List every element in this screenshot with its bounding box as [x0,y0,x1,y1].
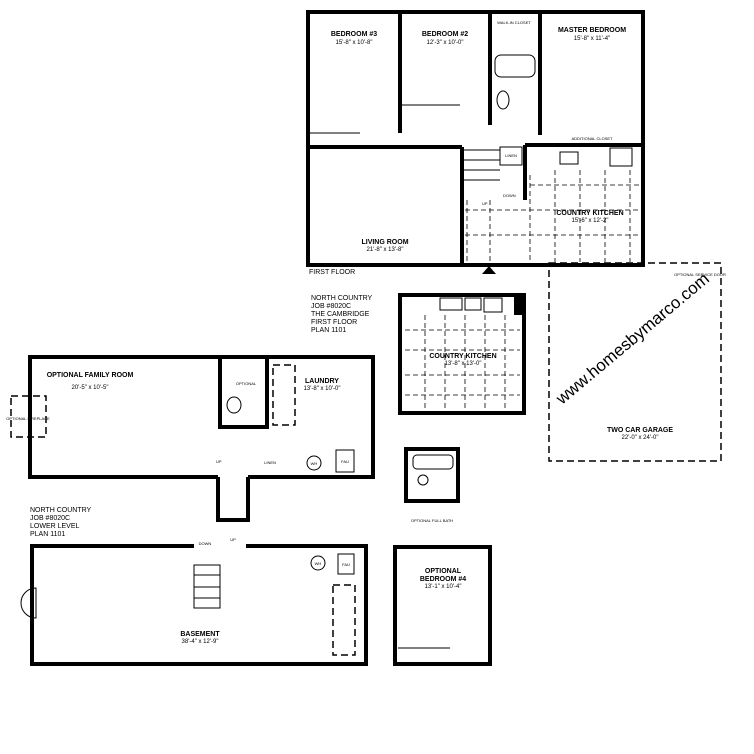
laundry-size: 13'-8" x 10'-0" [304,386,341,392]
plan-info-line: THE CAMBRIDGE [311,311,370,318]
alternate-kitchen-plan: COUNTRY KITCHEN 13'-8" x 13'-0" [398,293,526,415]
master-bedroom-label: MASTER BEDROOM [558,27,626,34]
garage-plan: OPTIONAL SERVICE DOOR TWO CAR GARAGE 22'… [548,262,726,462]
stair-down-label: DOWN [503,193,516,198]
plan-info-line: JOB #8020C [311,303,351,310]
plan-info-line: PLAN 1101 [30,531,65,538]
garage-label: TWO CAR GARAGE [607,427,673,434]
lower-level-plan: OPTIONAL FAMILY ROOM 20'-5" x 10'-5" OPT… [6,355,375,538]
plan-info-line: NORTH COUNTRY [30,507,92,514]
plan-info-line: FIRST FLOOR [311,319,357,326]
first-floor-caption: FIRST FLOOR [309,269,355,276]
country-kitchen-label: COUNTRY KITCHEN [556,210,623,217]
additional-closet-label: ADDITIONAL CLOSET [572,136,614,141]
basement-fau-label: FAU [342,562,350,567]
optional-full-bath-plan: OPTIONAL FULL BATH [404,447,460,523]
kitchen-floor-tiles [465,170,640,262]
water-heater-label: WH [311,461,318,466]
basement-up-label: UP [230,537,236,542]
stair-up-label: UP [482,201,488,206]
walkin-closet-label: WALK-IN CLOSET [497,20,531,25]
linen-label: LINEN [505,153,517,158]
full-bath-label: OPTIONAL FULL BATH [411,518,453,523]
garage-door-note: OPTIONAL SERVICE DOOR [674,272,726,277]
laundry-label: LAUNDRY [305,378,339,385]
basement-size: 38'-4" x 12'-9" [182,639,219,645]
watermark: www.homesbymarco.com [552,269,713,409]
plan-info-line: NORTH COUNTRY [311,295,373,302]
basement-plan: DOWN UP WH FAU BASEMENT 38'-4" x 12'-9" [20,537,368,666]
master-bedroom-size: 15'-8" x 11'-4" [574,36,610,42]
alt-kitchen-size: 13'-8" x 13'-0" [445,361,482,367]
bedroom2-label: BEDROOM #2 [422,31,468,38]
basement-down-label: DOWN [199,541,212,546]
plan-info-line: PLAN 1101 [311,327,346,334]
family-room-size: 20'-5" x 10'-5" [72,385,109,391]
fireplace-label: OPTIONAL FIREPLACE [6,416,50,421]
bedroom4-size: 13'-1" x 10'-4" [425,584,462,590]
bedroom2-size: 12'-3" x 10'-0" [427,40,464,46]
living-room-size: 21'-8" x 13'-8" [367,247,404,253]
lower-level-plan-info: NORTH COUNTRY JOB #8020C LOWER LEVEL PLA… [30,507,92,538]
plan-info-line: JOB #8020C [30,515,70,522]
bedroom4-label-line1: OPTIONAL [425,568,462,575]
basement-label: BASEMENT [180,631,220,638]
entry-arrow-icon [482,266,496,274]
plan-info-line: LOWER LEVEL [30,523,80,530]
bedroom3-label: BEDROOM #3 [331,31,377,38]
first-floor-plan-info: NORTH COUNTRY JOB #8020C THE CAMBRIDGE F… [311,295,373,334]
basement-wh-label: WH [315,561,322,566]
stair-up-label: UP [216,459,222,464]
optional-bath-label: OPTIONAL [236,381,257,386]
fau-label: FAU [341,459,349,464]
family-room-label: OPTIONAL FAMILY ROOM [47,372,134,379]
first-floor-plan: BEDROOM #3 15'-8" x 10'-8" BEDROOM #2 12… [306,10,645,334]
optional-bedroom4-plan: OPTIONAL BEDROOM #4 13'-1" x 10'-4" [393,545,492,666]
living-room-label: LIVING ROOM [361,239,408,246]
linen-label: LINEN [264,460,276,465]
alt-kitchen-label: COUNTRY KITCHEN [429,353,496,360]
bedroom3-size: 15'-8" x 10'-8" [336,40,373,46]
bedroom4-label-line2: BEDROOM #4 [420,576,466,583]
country-kitchen-size: 15'-6" x 12'-2" [572,218,609,224]
garage-size: 22'-0" x 24'-0" [622,435,659,441]
